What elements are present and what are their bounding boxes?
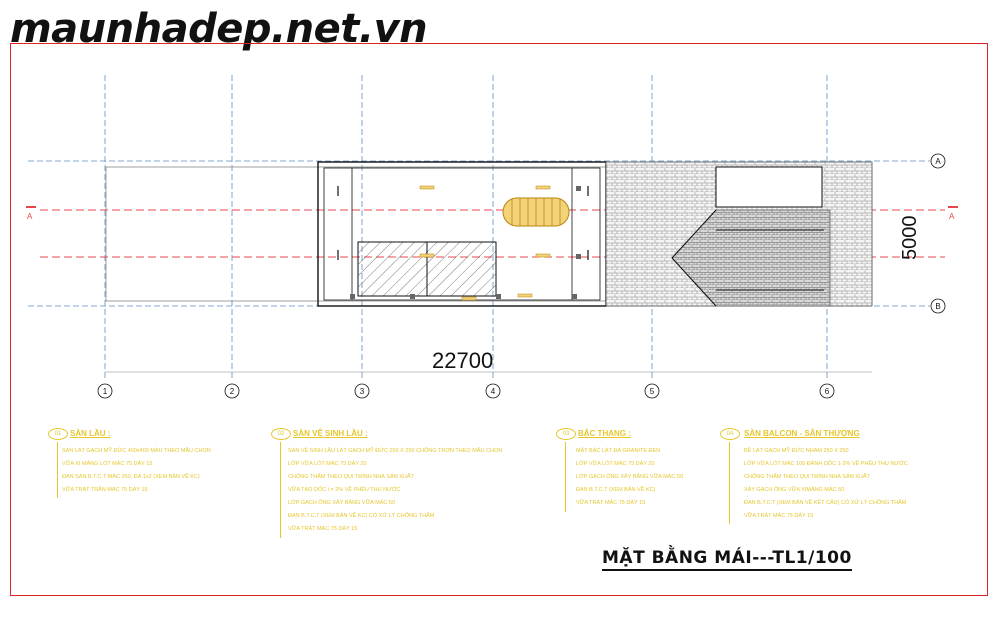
axis-label-2: 2 bbox=[230, 387, 235, 396]
note-item: CHỐNG THẤM THEO QUI TRÌNH NHÀ SẢN XUẤT bbox=[744, 474, 870, 480]
note-title: SÀN BALCON - SÂN THƯỢNG bbox=[744, 429, 860, 438]
note-item: VỮA TRÁT MÁC 75 DÀY 15 bbox=[744, 513, 814, 519]
axis-label-6: 6 bbox=[825, 387, 830, 396]
note-item: VỮA TẠO DỐC i = 2% VỀ PHỄU THU NƯỚC bbox=[288, 487, 401, 493]
note-item: LỚP VỮA LÓT MÁC 75 DÀY 20 bbox=[288, 461, 367, 467]
section-marker-left: A bbox=[27, 212, 33, 221]
note-item: ĐAN B.T.C.T (XEM BẢN VẼ KẾT CẤU) CÓ XỬ L… bbox=[744, 500, 907, 506]
axis-label-b: B bbox=[935, 302, 940, 311]
drawing-frame bbox=[10, 43, 988, 596]
section-marker-right: A bbox=[949, 212, 955, 221]
note-item: BỀ LÁT GẠCH MỸ ĐỨC NHÁM 250 X 250 bbox=[744, 448, 849, 454]
note-item: LỚP VỮA LÓT MÁC 75 DÀY 20 bbox=[576, 461, 655, 467]
downpipe-marks bbox=[337, 186, 589, 260]
note-number: 04 bbox=[720, 428, 740, 440]
note-title: SÀN VỆ SINH LẦU : bbox=[293, 429, 368, 438]
width-dimension: 5000 bbox=[899, 216, 921, 261]
note-item: SÀN VỆ SINH LẦU LÁT GẠCH MỸ ĐỨC 250 X 25… bbox=[288, 448, 503, 454]
note-item: SÀN LÁT GẠCH MỸ ĐỨC 400x400 MÀU THEO MẪU… bbox=[62, 448, 211, 454]
axis-label-a: A bbox=[935, 157, 941, 166]
note-item: LỚP GẠCH ỐNG XÂY BẰNG VỮA MÁC 50 bbox=[576, 474, 684, 480]
vertical-grid-lines bbox=[104, 75, 828, 380]
note-item: ĐAN B.T.C.T (XEM BẢN VẼ KC) CÓ XỬ LÝ CHỐ… bbox=[288, 513, 435, 519]
note-number: 02 bbox=[271, 428, 291, 440]
note-number: 03 bbox=[556, 428, 576, 440]
note-item: CHỐNG THẤM THEO QUI TRÌNH NHÀ SẢN XUẤT bbox=[288, 474, 414, 480]
note-number: 01 bbox=[48, 428, 68, 440]
site-watermark: maunhadep.net.vn bbox=[10, 6, 428, 52]
drawing-title: MẶT BẰNG MÁI---TL1/100 bbox=[602, 548, 852, 571]
column-axis-bubbles bbox=[97, 383, 835, 399]
stair-dome-icon bbox=[502, 197, 570, 227]
axis-label-5: 5 bbox=[650, 387, 655, 396]
note-item: VỮA TRÁT MÁC 75 DÀY 15 bbox=[576, 500, 646, 506]
note-item: VỮA XI MĂNG LÓT MÁC 75 DÀY 15 bbox=[62, 461, 153, 467]
note-item: MẶT BẬC LÁT ĐÁ GRANITE ĐEN bbox=[576, 448, 661, 454]
section-lines bbox=[40, 209, 945, 258]
drain-marks bbox=[419, 185, 551, 301]
length-dimension: 22700 bbox=[432, 348, 493, 373]
note-item: LỚP GẠCH ỐNG XÂY BẰNG VỮA MÁC 50 bbox=[288, 500, 396, 506]
axis-label-4: 4 bbox=[491, 387, 496, 396]
column-marks bbox=[350, 186, 581, 299]
note-item: ĐAN SÀN B.T.C.T MÁC 250, ĐÁ 1x2 (XEM BẢN… bbox=[62, 474, 200, 480]
note-item: LỚP VỮA LÓT MÁC 100 ĐÁNH DỐC 1-2% VỀ PHỄ… bbox=[744, 461, 908, 467]
note-title: BẬC THANG : bbox=[578, 429, 631, 438]
axis-label-1: 1 bbox=[103, 387, 108, 396]
tiled-roof bbox=[605, 161, 873, 307]
note-item: VỮA TRÁT TRẦN MÁC 75 DÀY 15 bbox=[62, 487, 148, 493]
axis-label-3: 3 bbox=[360, 387, 365, 396]
note-item: VỮA TRÁT MÁC 75 DÀY 15 bbox=[288, 526, 358, 532]
note-item: XÂY GẠCH ỐNG VỮA XIMĂNG MÁC 50 bbox=[744, 487, 845, 493]
note-title: SÀN LẦU : bbox=[70, 429, 111, 438]
note-item: ĐAN B.T.C.T (XEM BẢN VẼ KC) bbox=[576, 487, 656, 493]
row-axis-bubbles bbox=[930, 153, 946, 314]
